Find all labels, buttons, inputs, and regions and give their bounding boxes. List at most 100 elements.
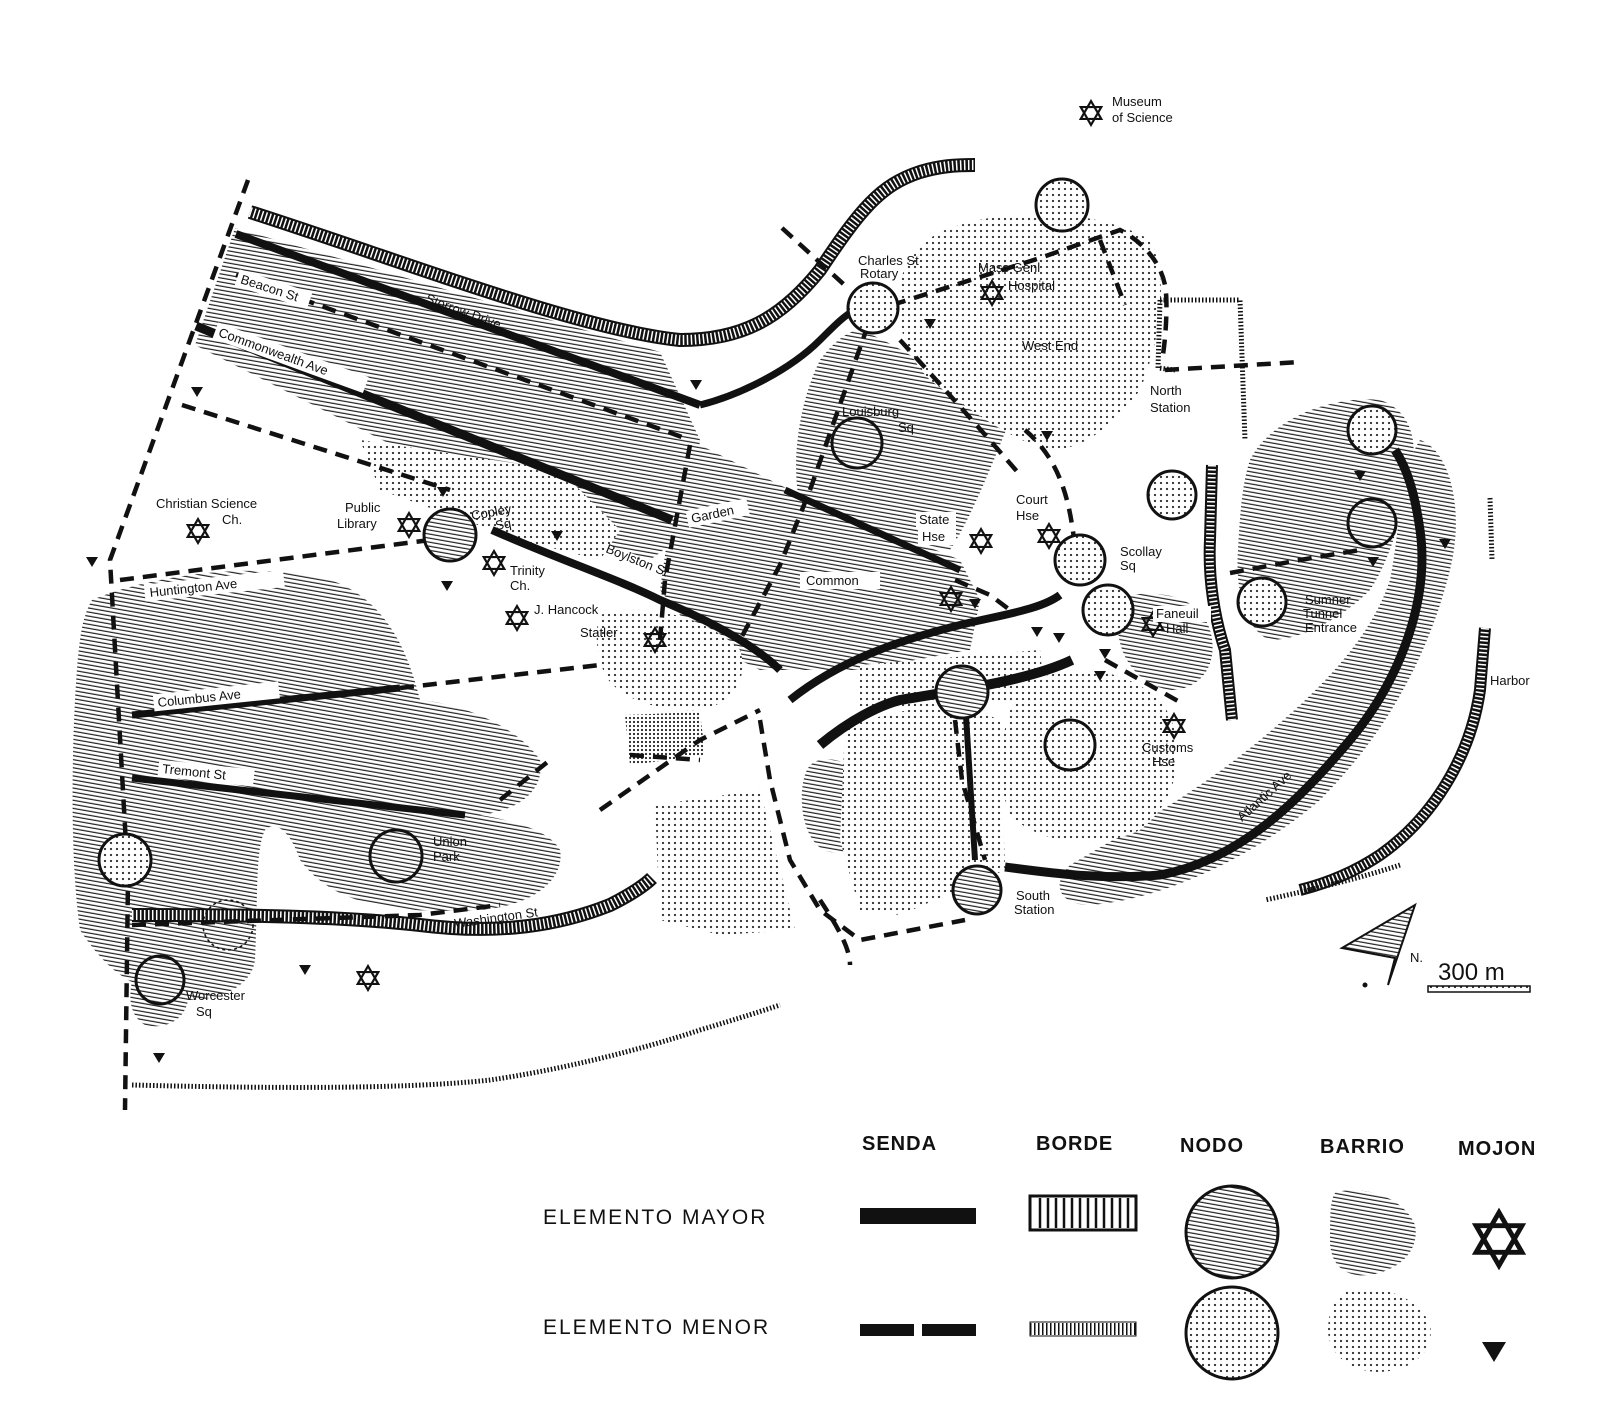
- legend-col-senda: SENDA: [862, 1133, 937, 1155]
- node-customs: [1043, 718, 1097, 772]
- label-west-end: West End: [1022, 338, 1078, 353]
- legend-senda-minor-2: [922, 1324, 976, 1336]
- label-sumner-3: Entrance: [1305, 620, 1357, 635]
- path-boylston-st: [490, 526, 783, 673]
- edge-minor-harbor-south: [1264, 862, 1401, 903]
- district-common: [660, 440, 980, 670]
- label-trinity-2: Ch.: [510, 578, 530, 593]
- label-union-1: Union: [433, 834, 467, 849]
- legend-col-borde: BORDE: [1036, 1133, 1113, 1155]
- edge-minor-north-station: [1155, 299, 1176, 373]
- label-louisburg-1: Louisburg: [842, 404, 899, 419]
- legend-nodo-minor: [1184, 1285, 1280, 1381]
- path-north-station: [1164, 359, 1301, 373]
- node-union-park: [368, 828, 424, 884]
- node-north-end-mid: [1346, 497, 1398, 549]
- path-columbus-ave: [131, 684, 401, 719]
- legend-barrio-minor: [1328, 1289, 1431, 1372]
- node-minor-north: [1146, 469, 1198, 521]
- legend-barrio-major: [1330, 1190, 1416, 1276]
- node-mass-ave: [97, 832, 153, 888]
- label-louisburg-2: Sq: [898, 420, 914, 435]
- minor-landmark: [690, 380, 702, 390]
- path-beacon-minor: [235, 272, 691, 443]
- label-sumner-1: Sumner: [1305, 592, 1351, 607]
- label-north-station-2: Station: [1150, 400, 1190, 415]
- label-charles-1: Charles St: [858, 253, 919, 268]
- edge-harbor: [1298, 627, 1491, 896]
- path-sumner: [1229, 547, 1361, 576]
- path-hospital: [1097, 239, 1128, 306]
- node-scollay: [1053, 533, 1107, 587]
- district-financial: [840, 700, 1005, 915]
- minor-landmark: [1099, 649, 1111, 659]
- landmark-state-house: [969, 527, 993, 555]
- path-tremont-st: [131, 774, 466, 819]
- legend-row-major: ELEMENTO MAYOR: [543, 1206, 767, 1229]
- path-south-minor: [629, 752, 701, 763]
- legend-mojon-minor-icon: [1482, 1342, 1506, 1362]
- node-louisburg: [830, 416, 884, 470]
- minor-landmark: [441, 581, 453, 591]
- north-label: N.: [1410, 950, 1423, 965]
- scale-label: 300 m: [1438, 959, 1505, 986]
- minor-landmark: [1031, 627, 1043, 637]
- node-sumner: [1236, 576, 1288, 628]
- label-sumner-2: Tunnel: [1303, 606, 1342, 621]
- label-statler: Statler: [580, 625, 618, 640]
- path-bay-village: [498, 758, 552, 802]
- label-common: Common: [806, 573, 859, 588]
- node-haymarket: [934, 664, 990, 720]
- label-customs-2: Hse: [1152, 754, 1175, 769]
- label-court-1: Court: [1016, 492, 1048, 507]
- minor-landmark: [191, 387, 203, 397]
- path-beacon-st: [234, 230, 702, 409]
- node-charles-rotary: [846, 281, 900, 335]
- node-faneuil: [1081, 583, 1135, 637]
- label-scollay-1: Scollay: [1120, 544, 1162, 559]
- node-dashed-minor: [202, 899, 254, 951]
- path-south-side: [757, 719, 966, 943]
- path-south-station-link: [962, 699, 978, 861]
- north-arrow: N.: [1339, 902, 1423, 988]
- minor-landmark: [86, 557, 98, 567]
- legend-col-mojon: MOJON: [1458, 1138, 1536, 1160]
- label-library-2: Library: [337, 516, 377, 531]
- label-state-2: Hse: [922, 529, 945, 544]
- path-charles-st: [780, 226, 852, 292]
- north-arrow-icon: [1339, 902, 1417, 986]
- label-state-1: State: [919, 512, 949, 527]
- landmark-museum-of-science: [1079, 100, 1103, 126]
- label-tremont: Tremont St: [162, 761, 227, 783]
- legend-senda-major: [860, 1208, 976, 1224]
- minor-landmark: [1053, 633, 1065, 643]
- label-trinity-1: Trinity: [510, 563, 545, 578]
- path-financial: [952, 719, 988, 861]
- label-court-2: Hse: [1016, 508, 1039, 523]
- label-worcester-2: Sq: [196, 1004, 212, 1019]
- node-north-end-top: [1346, 404, 1398, 456]
- path-tremont-minor: [954, 577, 1012, 612]
- node-copley: [422, 507, 478, 563]
- label-charles-2: Rotary: [860, 266, 899, 281]
- nodes: [97, 177, 1398, 1006]
- scale-bar: 300 m: [1427, 959, 1531, 993]
- edge-minor-harbor-east: [1487, 497, 1495, 561]
- path-charles-common: [738, 324, 871, 642]
- label-scollay-2: Sq: [1120, 558, 1136, 573]
- label-copley-1: Copley: [470, 501, 513, 523]
- edge-minor-south: [131, 1002, 781, 1090]
- label-copley-2: Sq: [494, 515, 512, 533]
- legend-mojon-major-icon: [1476, 1212, 1522, 1265]
- path-mass-ave: [107, 179, 251, 1111]
- label-worcester-1: Worcester: [186, 988, 246, 1003]
- path-atlantic-ave: [1004, 447, 1427, 882]
- path-beacon-hill-edge: [898, 338, 1022, 477]
- path-huntington-ave: [119, 537, 431, 583]
- label-south-station-1: South: [1016, 888, 1050, 903]
- path-storrow-link: [699, 306, 857, 409]
- district-chinatown: [655, 790, 795, 935]
- landmark-christian-science: [186, 517, 210, 545]
- node-south-station: [951, 864, 1003, 916]
- label-museum-1: Museum: [1112, 94, 1162, 109]
